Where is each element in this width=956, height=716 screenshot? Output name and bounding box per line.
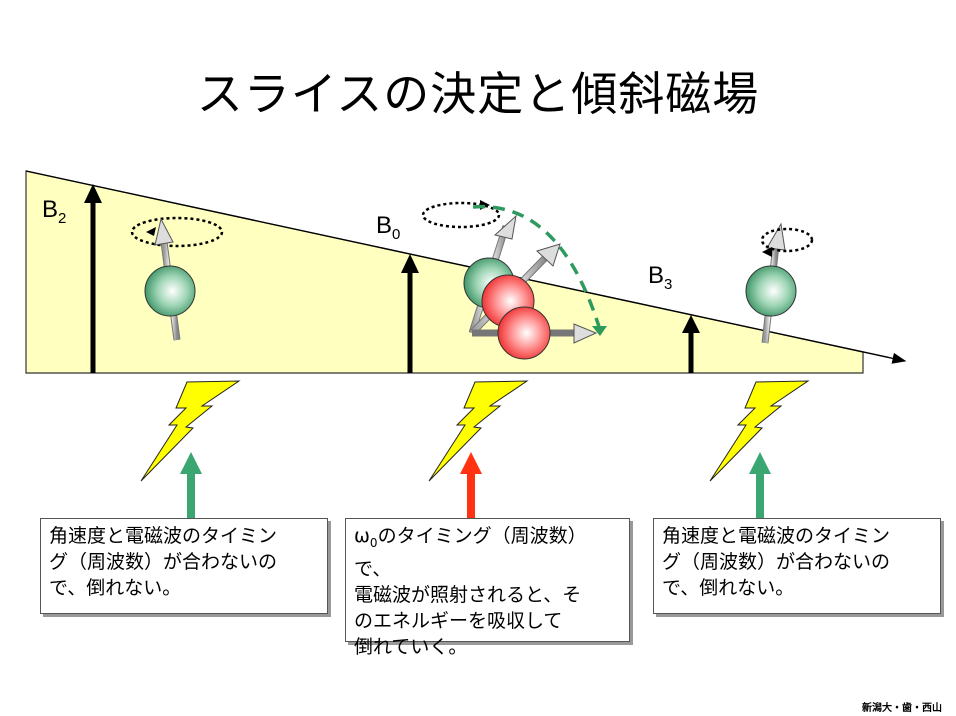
pulse-arrow-center <box>460 452 482 518</box>
box-line: グ（周波数）が合わないの <box>662 551 891 573</box>
spin-left <box>130 216 224 341</box>
field-arrow-b2 <box>84 184 102 373</box>
field-label-b0: B0 <box>376 212 401 243</box>
field-label-b2: B2 <box>42 196 67 227</box>
box-line: 角速度と電磁波のタイミン <box>662 525 891 547</box>
rf-pulse-bolt-right <box>709 380 810 482</box>
field-arrow-b3 <box>682 315 700 373</box>
box-line: 角速度と電磁波のタイミン <box>49 525 278 547</box>
spin-center <box>421 200 607 360</box>
explanation-box-left: 角速度と電磁波のタイミン グ（周波数）が合わないの で、倒れない。 <box>40 518 328 614</box>
rf-pulse-bolt-left <box>140 380 241 482</box>
field-label-b3: B3 <box>648 262 673 293</box>
slide-title: スライスの決定と傾斜磁場 <box>196 67 760 121</box>
credit-text: 新潟大・歯・西山 <box>862 703 942 714</box>
rf-pulse-bolt-center <box>428 380 529 482</box>
box-line: 電磁波が照射されると、そ <box>354 583 582 606</box>
box-line: で、倒れない。 <box>49 577 182 599</box>
box-line: グ（周波数）が合わないの <box>49 551 278 573</box>
box-line: 倒れていく。 <box>354 635 468 658</box>
box-line: のエネルギーを吸収して <box>354 609 563 632</box>
explanation-box-right: 角速度と電磁波のタイミン グ（周波数）が合わないの で、倒れない。 <box>653 518 941 614</box>
box-line: ω0のタイミング（周波数）で、 <box>354 525 587 580</box>
pulse-arrow-left <box>180 452 202 518</box>
pulse-arrow-right <box>749 452 771 518</box>
gradient-axis <box>25 170 907 364</box>
explanation-box-center: ω0のタイミング（周波数）で、 電磁波が照射されると、そ のエネルギーを吸収して… <box>345 518 630 658</box>
box-line: で、倒れない。 <box>662 577 795 599</box>
slice-region <box>25 170 864 374</box>
field-arrow-b0 <box>401 254 419 373</box>
spin-right <box>745 222 814 344</box>
